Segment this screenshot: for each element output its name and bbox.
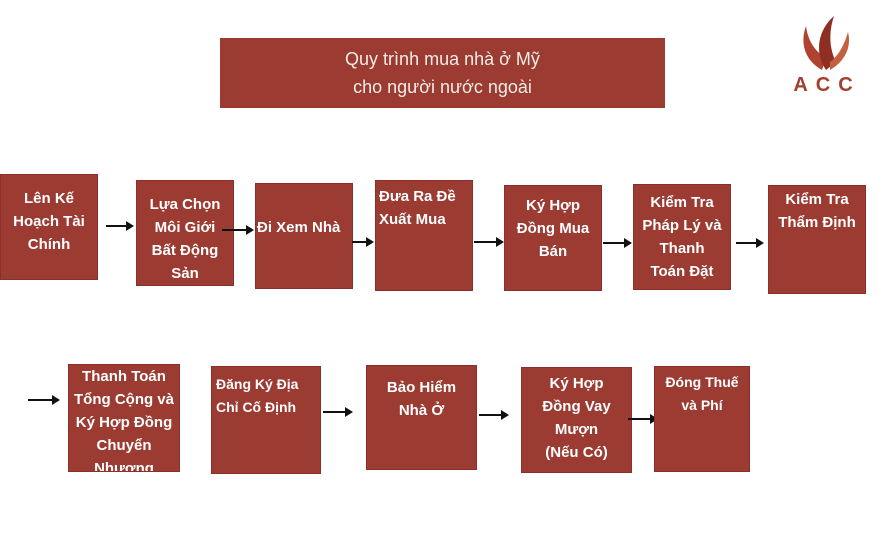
step-4-label: Đưa Ra Đề Xuất Mua <box>379 188 456 228</box>
step-8-label: Thanh Toán Tổng Cộng và Ký Hợp Đồng Chuy… <box>74 368 174 472</box>
step-12-label: Đóng Thuế và Phí <box>665 374 739 413</box>
step-7-label: Kiểm Tra Thẩm Định <box>778 191 856 231</box>
step-8-box: Thanh Toán Tổng Cộng và Ký Hợp Đồng Chuy… <box>68 364 180 472</box>
step-1-box: Lên Kế Hoạch Tài Chính <box>0 174 98 280</box>
step-2-box: Lựa Chọn Môi Giới Bất Động Sản <box>136 180 234 286</box>
acc-logo: ACC <box>792 12 862 100</box>
logo-text: ACC <box>793 74 861 96</box>
arrow-9-10 <box>323 407 353 417</box>
arrow-5-6 <box>603 238 632 248</box>
step-3-box: Đi Xem Nhà <box>255 183 353 289</box>
arrow-2-3 <box>222 225 254 235</box>
step-3-label: Đi Xem Nhà <box>257 219 341 236</box>
step-11-label: Ký Hợp Đồng Vay Mượn (Nếu Có) <box>542 375 611 461</box>
step-9-label: Đăng Ký Địa Chỉ Cố Định <box>216 376 299 415</box>
step-4-box: Đưa Ra Đề Xuất Mua <box>375 180 473 291</box>
step-11-box: Ký Hợp Đồng Vay Mượn (Nếu Có) <box>521 367 632 473</box>
step-10-box: Bảo Hiểm Nhà Ở <box>366 365 477 470</box>
step-10-label: Bảo Hiểm Nhà Ở <box>386 379 457 419</box>
arrow-11-12 <box>628 414 658 424</box>
step-9-box: Đăng Ký Địa Chỉ Cố Định <box>211 366 321 474</box>
arrow-3-4 <box>352 237 374 247</box>
flame-leaf-icon <box>803 16 850 70</box>
step-2-label: Lựa Chọn Môi Giới Bất Động Sản <box>149 196 221 282</box>
step-5-box: Ký Hợp Đồng Mua Bán <box>504 185 602 291</box>
step-1-label: Lên Kế Hoạch Tài Chính <box>13 190 85 253</box>
step-12-box: Đóng Thuế và Phí <box>654 366 750 472</box>
arrow-6-7 <box>736 238 764 248</box>
arrow-1-2 <box>106 221 134 231</box>
title-line-2: cho người nước ngoài <box>353 77 532 97</box>
step-5-label: Ký Hợp Đồng Mua Bán <box>516 197 590 260</box>
arrow-10-11 <box>479 410 509 420</box>
arrow-7-8 <box>28 395 60 405</box>
step-6-label: Kiểm Tra Pháp Lý và Thanh Toán Đặt Cọc <box>642 194 722 289</box>
title-line-1: Quy trình mua nhà ở Mỹ <box>345 49 540 69</box>
title-box: Quy trình mua nhà ở Mỹ cho người nước ng… <box>220 38 665 108</box>
step-6-box: Kiểm Tra Pháp Lý và Thanh Toán Đặt Cọc <box>633 184 731 290</box>
step-7-box: Kiểm Tra Thẩm Định <box>768 185 866 294</box>
arrow-4-5 <box>474 237 504 247</box>
